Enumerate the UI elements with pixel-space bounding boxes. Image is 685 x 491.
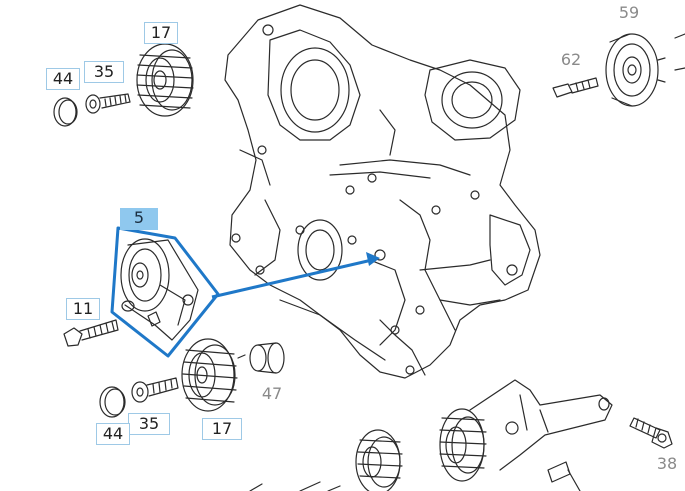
highlight-arrow — [211, 252, 380, 299]
idler-pulley-top — [136, 43, 194, 117]
belt-tensioner — [120, 238, 199, 341]
callout-62[interactable]: 62 — [560, 50, 582, 69]
idler-pulley-bottom — [181, 338, 238, 412]
callout-11[interactable]: 11 — [66, 298, 100, 320]
callout-17-top[interactable]: 17 — [144, 22, 178, 44]
cap-44-bottom — [99, 386, 126, 418]
pulley-bracket — [249, 379, 613, 491]
callout-35-bottom[interactable]: 35 — [128, 413, 170, 435]
engine-front-cover — [224, 4, 541, 379]
cap-44-top — [53, 97, 78, 127]
callout-17-bottom[interactable]: 17 — [202, 418, 242, 440]
bolt-62 — [552, 77, 599, 98]
pulley-59 — [605, 33, 666, 107]
spacer-47 — [249, 342, 285, 374]
callout-59[interactable]: 59 — [618, 3, 640, 22]
callout-38[interactable]: 38 — [656, 454, 678, 473]
bolt-38 — [629, 417, 673, 449]
bolt-11 — [63, 319, 119, 347]
callout-47[interactable]: 47 — [261, 384, 283, 403]
highlight-outline — [110, 226, 220, 358]
callout-44-bottom[interactable]: 44 — [96, 423, 130, 445]
callout-5[interactable]: 5 — [120, 208, 158, 230]
callout-44-top[interactable]: 44 — [46, 68, 80, 90]
callout-35-top[interactable]: 35 — [84, 61, 124, 83]
bolt-35-bottom — [131, 377, 179, 403]
bolt-35-top — [85, 93, 131, 114]
